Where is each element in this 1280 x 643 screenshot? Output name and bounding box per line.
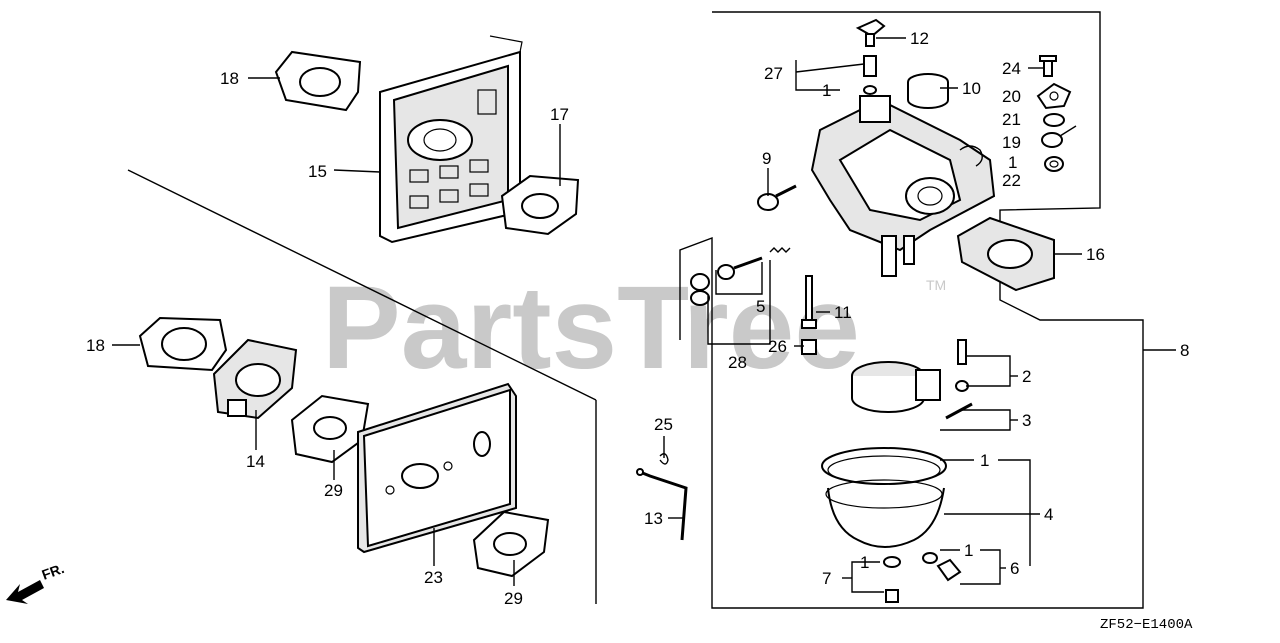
choke-rod-13 [636,468,688,541]
callout-18-top: 18 [220,69,239,88]
heat-plate-23 [357,382,517,554]
lever-20 [1036,82,1072,110]
seal-22 [1044,156,1064,172]
float-pin-3 [945,402,973,420]
gasket-29-lower [472,510,550,578]
washer-21 [1043,113,1065,127]
drain-bolt-6 [922,552,962,582]
screw-9 [757,184,797,211]
callout-21: 21 [1002,110,1021,129]
arrow-icon [6,580,44,604]
gasket-29-upper [290,394,370,464]
carburetor-assembly-frame [679,11,1144,609]
insulator-14 [212,338,298,420]
gasket-16 [956,216,1055,292]
main-nozzle-11 [801,275,817,329]
callout-1-d: 1 [964,541,973,560]
callout-26: 26 [768,337,787,356]
gasket-17 [500,174,580,236]
callout-15: 15 [308,162,327,181]
callout-5: 5 [756,297,765,316]
main-jet-26 [801,339,817,355]
callout-labels: 18 15 17 18 14 29 23 29 25 13 12 27 1 10… [86,29,1189,608]
callout-24: 24 [1002,59,1021,78]
callout-29-lower: 29 [504,589,523,608]
front-direction-arrow: FR. [6,560,66,604]
callout-6: 6 [1010,559,1019,578]
watermark-trademark: TM [926,277,946,293]
callout-14: 14 [246,452,265,471]
limiter-cap-28 [690,290,710,306]
gasket-18-bottom [138,316,228,372]
callout-23: 23 [424,568,443,587]
front-label: FR. [40,560,67,583]
callout-16: 16 [1086,245,1105,264]
callout-1-c: 1 [980,451,989,470]
float-chamber-4 [821,447,947,548]
watermark-text: PartsTree [322,262,860,394]
callout-10: 10 [962,79,981,98]
screw-24 [1039,55,1057,77]
callout-29-upper: 29 [324,481,343,500]
air-cleaner-plate-15 [379,35,523,244]
callout-27: 27 [764,64,783,83]
float-valve-2 [955,339,969,392]
callout-18-bottom: 18 [86,336,105,355]
leader-lines [112,37,1176,593]
callout-7: 7 [822,569,831,588]
callout-9: 9 [762,149,771,168]
callout-17: 17 [550,105,569,124]
callout-22: 22 [1002,171,1021,190]
callout-19: 19 [1002,133,1021,152]
callout-2: 2 [1022,367,1031,386]
gasket-18-top [274,50,362,112]
choke-lever-12 [855,18,886,47]
callout-25: 25 [654,415,673,434]
callout-1-e: 1 [860,553,869,572]
callout-1-b: 1 [1008,153,1017,172]
callout-11: 11 [834,303,852,322]
callout-4: 4 [1044,505,1053,524]
cap-10 [907,73,949,109]
callout-28: 28 [728,353,747,372]
callout-12: 12 [910,29,929,48]
callout-3: 3 [1022,411,1031,430]
screw-27 [863,55,877,95]
section-divider-line [127,169,597,401]
diagram-code: ZF52−E1400A [1100,617,1193,633]
callout-1-a: 1 [822,81,831,100]
clip-25 [659,453,669,465]
bolt-7 [883,556,901,603]
pilot-screw-set-5 [690,247,791,291]
callout-13: 13 [644,509,663,528]
carburetor-body [810,95,996,277]
callout-20: 20 [1002,87,1021,106]
float-assembly [851,361,941,413]
spring-19 [1041,125,1077,148]
callout-8: 8 [1180,341,1189,360]
